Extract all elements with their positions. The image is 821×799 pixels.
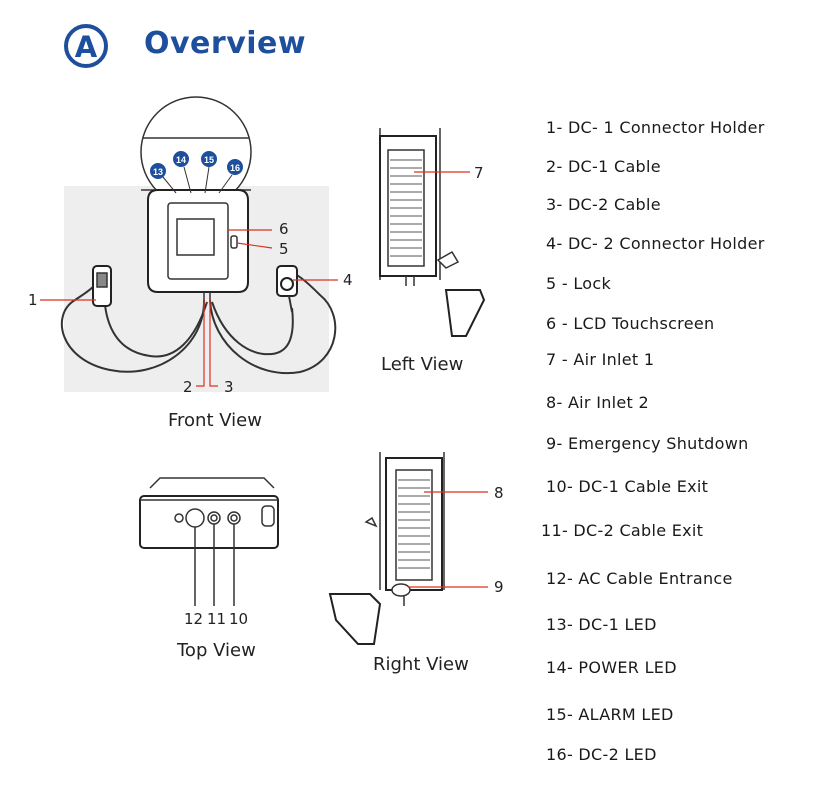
legend-item: 9- Emergency Shutdown (546, 434, 749, 453)
led-badge-16: 16 (230, 163, 240, 173)
right-view-label: Right View (373, 654, 469, 675)
legend-item: 8- Air Inlet 2 (546, 393, 649, 412)
front-view-label: Front View (168, 410, 262, 431)
top-view-label: Top View (177, 640, 256, 661)
top-view-drawing (139, 477, 279, 606)
legend-item: 12- AC Cable Entrance (546, 569, 733, 588)
led-badge-13: 13 (153, 167, 163, 177)
callout-3: 3 (224, 378, 234, 396)
callout-9: 9 (494, 578, 504, 596)
led-badge-15: 15 (204, 155, 214, 165)
legend-item: 1- DC- 1 Connector Holder (546, 118, 765, 137)
left-view-label: Left View (381, 354, 464, 375)
callout-8: 8 (494, 484, 504, 502)
legend-item: 6 - LCD Touchscreen (546, 314, 715, 333)
legend-item: 10- DC-1 Cable Exit (546, 477, 709, 496)
legend-item: 4- DC- 2 Connector Holder (546, 234, 765, 253)
legend-item: 7 - Air Inlet 1 (546, 350, 655, 369)
callout-2: 2 (183, 378, 193, 396)
front-view-drawing (60, 96, 337, 392)
legend-item: 11- DC-2 Cable Exit (541, 521, 704, 540)
callout-7: 7 (474, 164, 484, 182)
legend-item: 15- ALARM LED (546, 705, 674, 724)
callout-1: 1 (28, 291, 38, 309)
led-badges: 13 14 15 16 (150, 151, 243, 194)
led-badge-14: 14 (176, 155, 186, 165)
header: A Overview (0, 0, 821, 90)
legend-item: 14- POWER LED (546, 658, 677, 677)
left-view-drawing (379, 128, 486, 337)
page-title: Overview (144, 26, 307, 61)
callout-12: 12 (184, 610, 204, 628)
legend-item: 2- DC-1 Cable (546, 157, 661, 176)
callout-10: 10 (229, 610, 249, 628)
callout-5: 5 (279, 240, 289, 258)
section-badge-letter: A (74, 30, 98, 64)
right-callout-leaders (408, 491, 488, 588)
callout-4: 4 (343, 271, 353, 289)
callout-11: 11 (207, 610, 227, 628)
callout-6: 6 (279, 220, 289, 238)
section-badge (64, 24, 108, 68)
right-view-drawing (328, 452, 445, 645)
legend-item: 13- DC-1 LED (546, 615, 657, 634)
legend-item: 16- DC-2 LED (546, 745, 657, 764)
legend-item: 5 - Lock (546, 274, 612, 293)
front-callout-leaders (40, 229, 338, 387)
legend-item: 3- DC-2 Cable (546, 195, 661, 214)
